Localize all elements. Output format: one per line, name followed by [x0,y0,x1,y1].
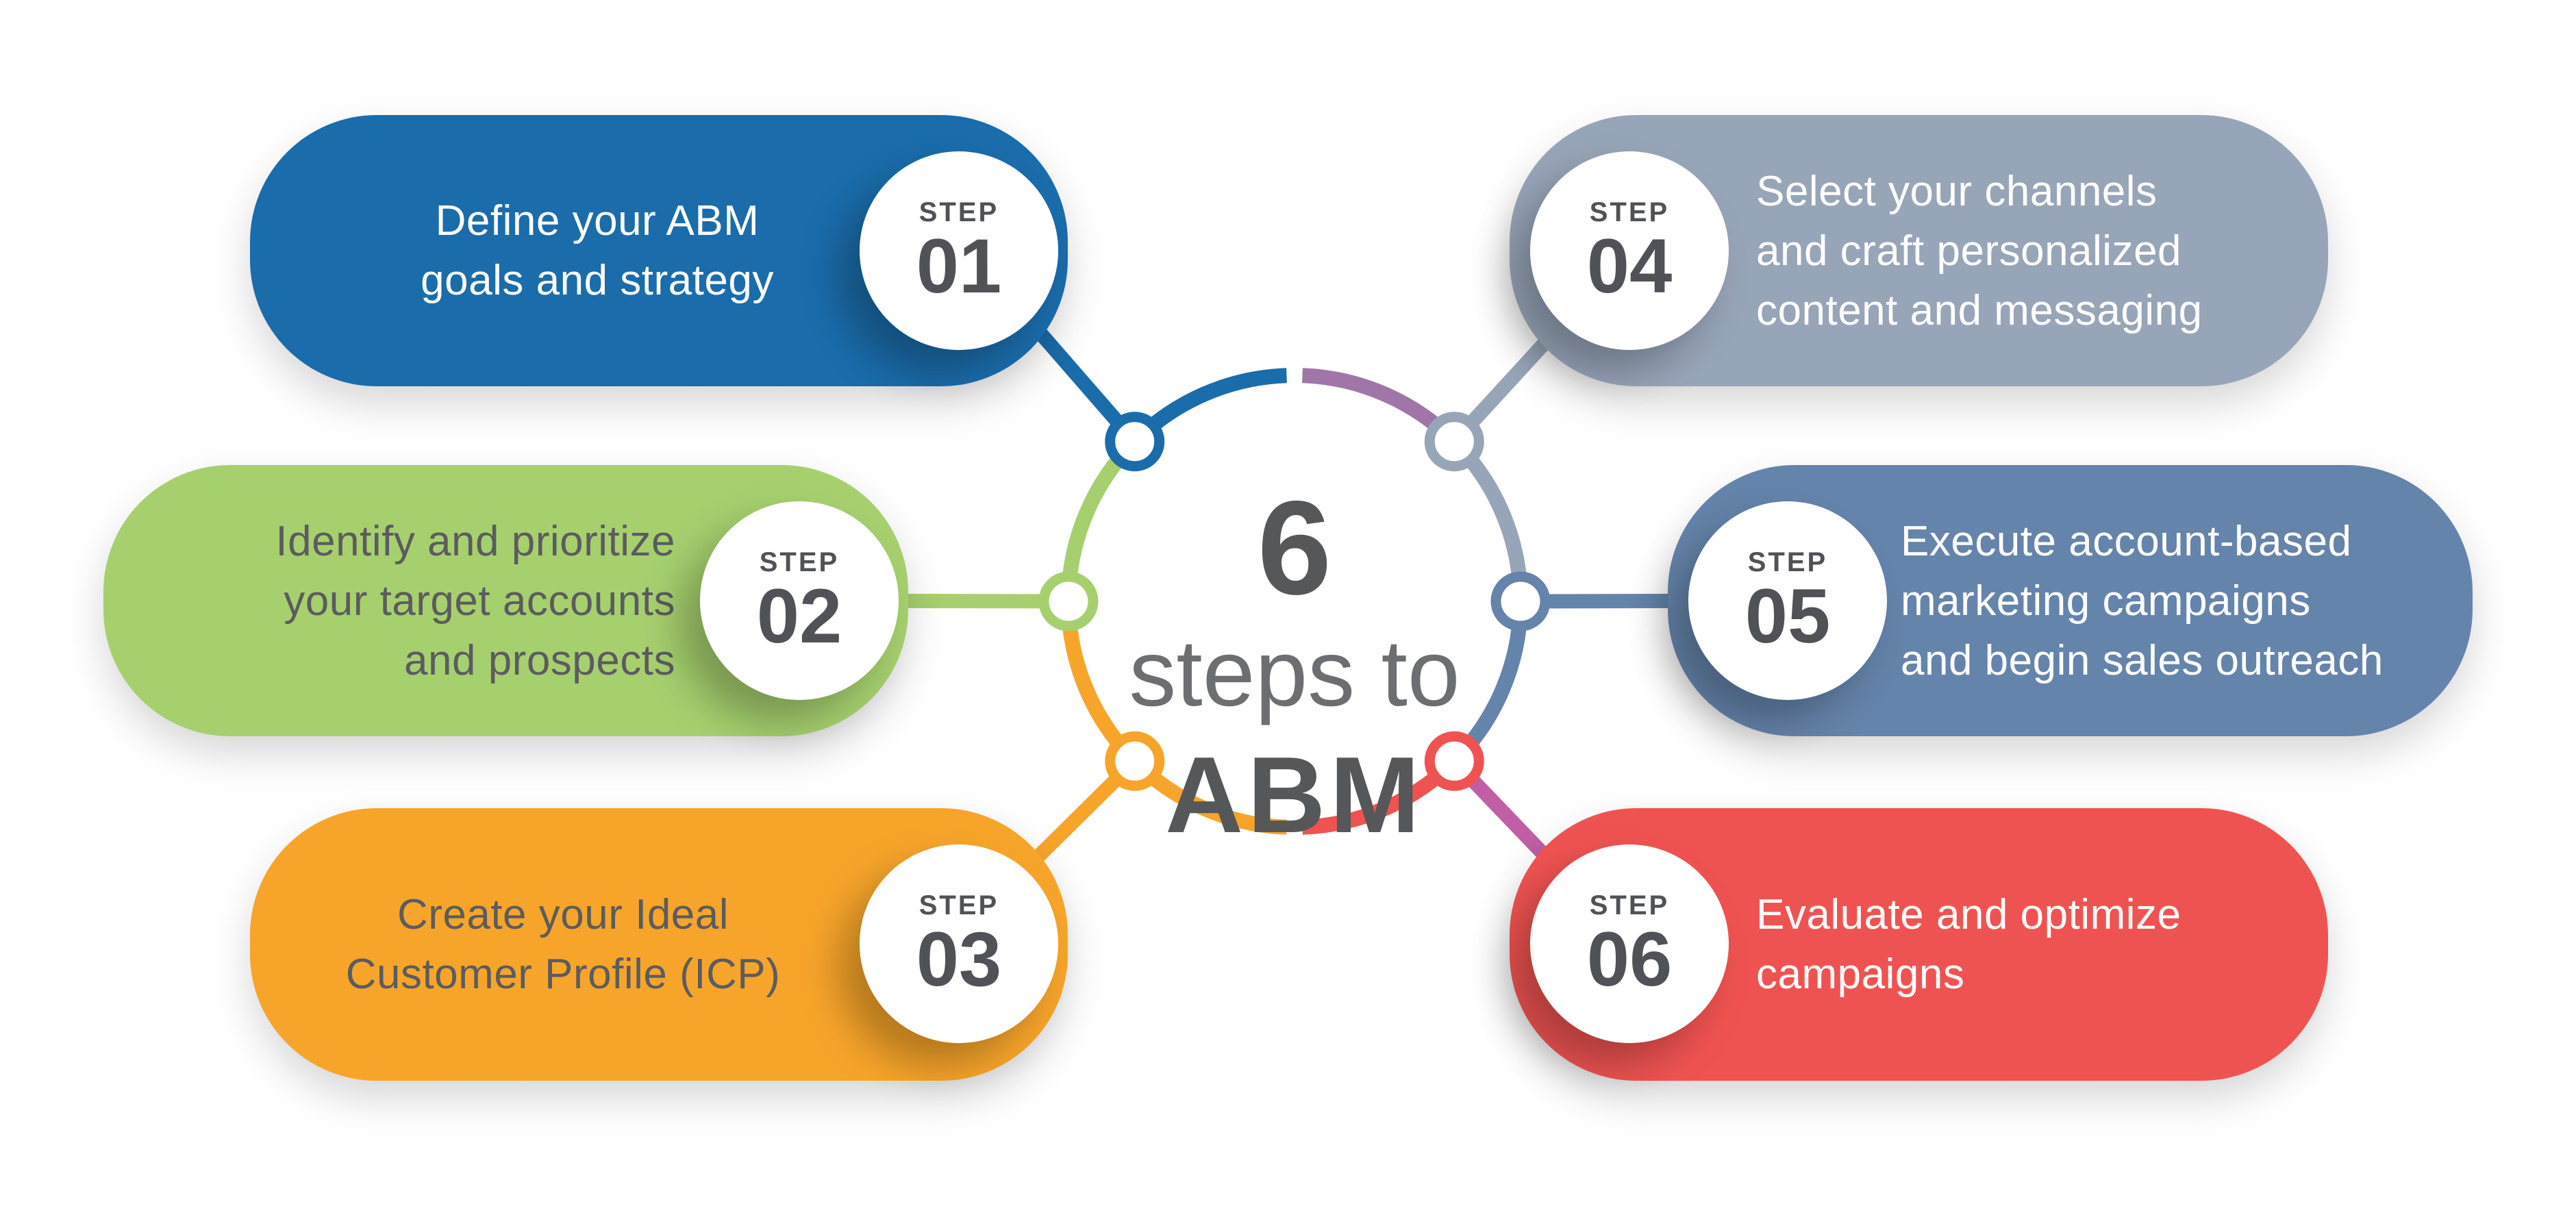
ring-node-step-02 [1038,571,1099,631]
step-01-pill: Define your ABM goals and strategy STEP … [250,115,1068,386]
ring-node-step-03 [1105,731,1165,791]
step-05-label: STEP [1747,547,1828,577]
step-03-label: STEP [918,890,999,920]
step-01-badge: STEP 01 [860,151,1058,350]
step-06-label: STEP [1589,890,1670,920]
step-01-text: Define your ABM goals and strategy [421,197,774,304]
hub-count: 6 [1257,473,1332,623]
step-06-number: 06 [1586,916,1673,1002]
step-03-badge: STEP 03 [860,844,1058,1043]
step-04-text: Select your channels and craft personali… [1756,167,2203,334]
step-03-number: 03 [916,916,1002,1002]
step-04-number: 04 [1586,223,1673,309]
ring-node-step-05 [1490,571,1551,631]
ring-node-step-04 [1424,412,1484,472]
step-01-label: STEP [918,197,999,227]
step-04-badge: STEP 04 [1530,151,1729,350]
hub-title: 6 steps to ABM [1021,473,1568,855]
step-02-badge: STEP 02 [700,501,899,700]
step-06-pill: Evaluate and optimize campaigns STEP 06 [1510,808,2328,1081]
hub-subtitle: steps to [1129,621,1460,726]
step-05-pill: Execute account-based marketing campaign… [1668,465,2473,736]
step-05-number: 05 [1745,573,1831,659]
ring-node-step-06 [1424,731,1484,791]
step-06-text: Evaluate and optimize campaigns [1756,891,2181,998]
step-04-label: STEP [1589,197,1670,227]
step-02-pill: Identify and prioritize your target acco… [103,465,908,736]
step-02-number: 02 [756,573,842,659]
step-03-pill: Create your Ideal Customer Profile (ICP)… [250,808,1068,1081]
step-06-badge: STEP 06 [1530,844,1729,1043]
step-05-text: Execute account-based marketing campaign… [1901,517,2384,684]
step-03-text: Create your Ideal Customer Profile (ICP) [345,891,781,998]
step-01-number: 01 [916,223,1002,309]
step-02-text: Identify and prioritize your target acco… [275,517,675,684]
step-02-label: STEP [759,547,840,577]
step-05-badge: STEP 05 [1688,501,1887,700]
ring-node-step-01 [1105,412,1165,472]
hub-acronym: ABM [1165,735,1424,855]
step-04-pill: Select your channels and craft personali… [1510,115,2328,386]
